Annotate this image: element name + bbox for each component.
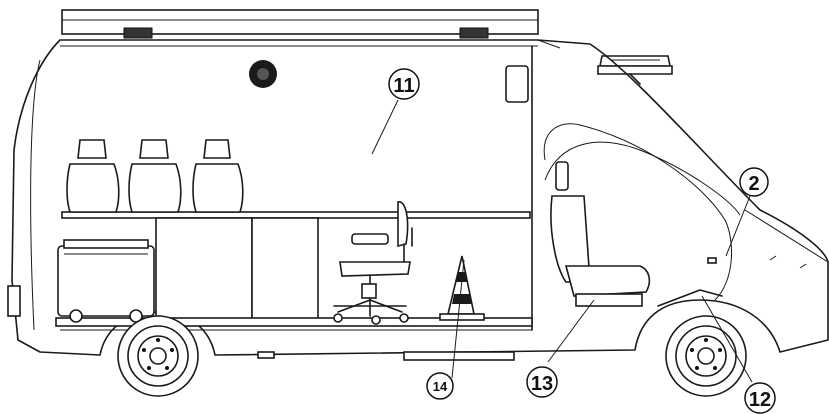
seat-2 — [128, 139, 182, 213]
callout-2: 2 — [739, 167, 769, 197]
traffic-cone — [439, 255, 485, 321]
van-body — [7, 39, 829, 361]
callout-12-label: 12 — [749, 389, 771, 411]
rear-seats — [66, 139, 244, 213]
interior-cabinets — [55, 211, 533, 327]
leader-lines — [371, 99, 753, 383]
callout-11: 11 — [388, 68, 420, 100]
callout-13-label: 13 — [531, 373, 553, 395]
beacon-light — [597, 55, 673, 85]
rear-wheel — [117, 315, 199, 397]
roof-rack — [61, 9, 539, 39]
dome-light — [249, 60, 277, 88]
cab-step — [657, 289, 723, 307]
equipment-box — [57, 239, 155, 323]
callout-2-label: 2 — [748, 173, 759, 195]
callout-11-label: 11 — [393, 75, 414, 97]
seat-1 — [66, 139, 120, 213]
callout-14: 14 — [426, 372, 454, 400]
seat-3 — [192, 139, 244, 213]
callout-12: 12 — [744, 382, 776, 414]
callout-13: 13 — [526, 366, 558, 398]
office-chair — [333, 201, 413, 325]
callout-14-label: 14 — [433, 379, 448, 394]
driver-seat — [550, 161, 651, 307]
front-wheel — [665, 315, 747, 397]
